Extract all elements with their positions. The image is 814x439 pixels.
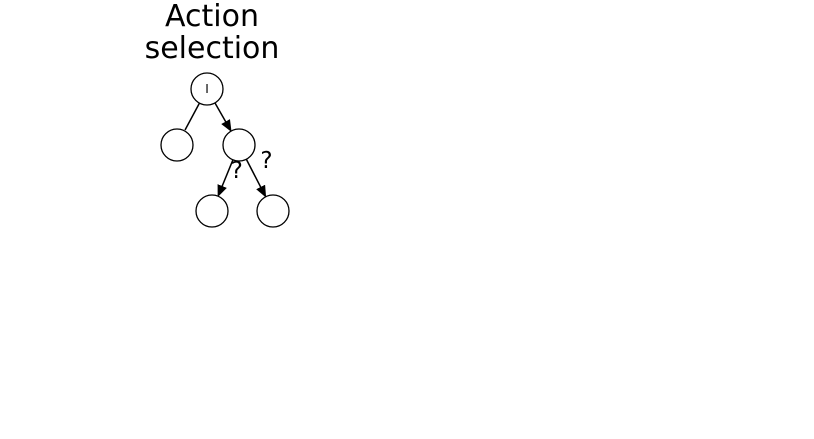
title-line-1: Action: [165, 0, 259, 34]
node-grandchild-left: [195, 194, 229, 228]
node-root: I: [190, 72, 224, 106]
edge-root-to-left-child: [184, 102, 201, 131]
node-circle-grandchild-right: [256, 194, 290, 228]
diagram-title: Action selection: [145, 0, 280, 66]
edge-root-to-right-child: [214, 102, 232, 132]
node-circle-root: [190, 72, 224, 106]
node-grandchild-right: [256, 194, 290, 228]
node-circle-grandchild-left: [195, 194, 229, 228]
edge-label-question-mark: ?: [260, 148, 272, 174]
node-circle-left-child: [160, 128, 194, 162]
title-line-2: selection: [145, 31, 280, 66]
node-label-root: I: [205, 82, 209, 96]
tree-nodes: I: [160, 72, 290, 228]
tree-edges: ??: [184, 102, 273, 198]
edge-label-question-mark: ?: [231, 158, 243, 184]
node-circle-right-child: [222, 128, 256, 162]
edge-right-child-to-grandchild-right: [245, 158, 267, 198]
node-left-child: [160, 128, 194, 162]
node-right-child: [222, 128, 256, 162]
edge-right-child-to-grandchild-left: [217, 159, 234, 198]
